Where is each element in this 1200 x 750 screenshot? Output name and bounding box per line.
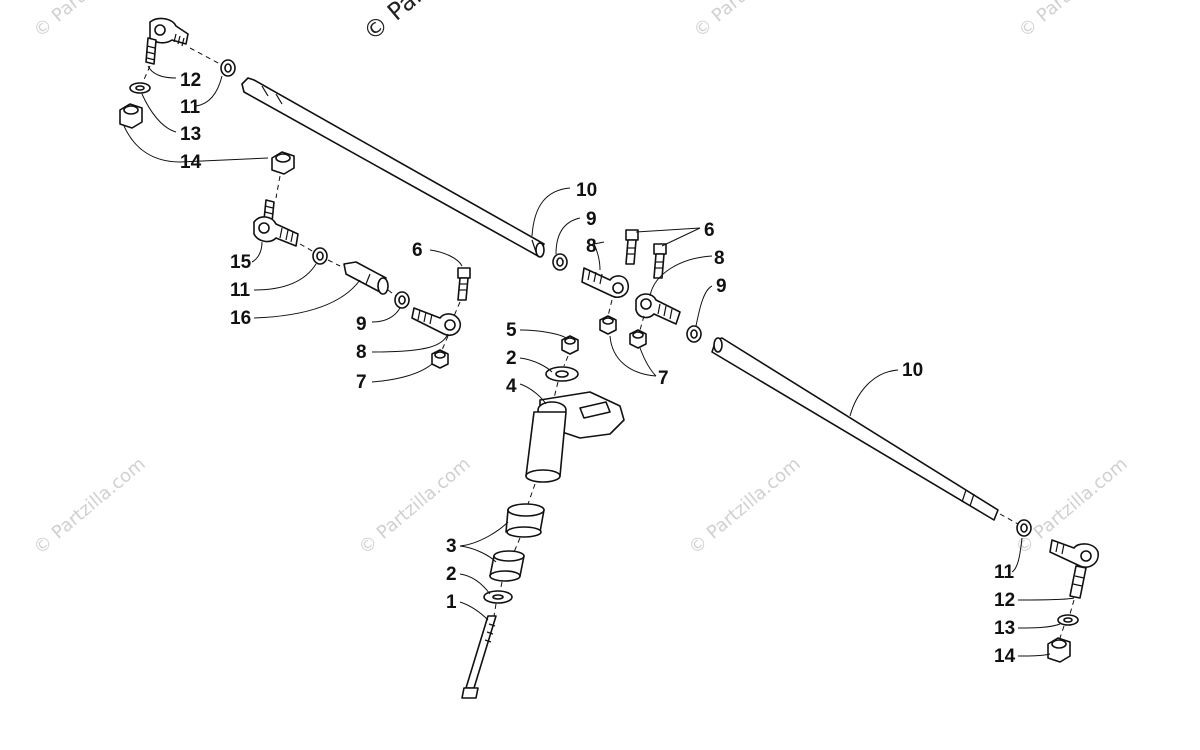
callout-16: 16 xyxy=(230,308,251,329)
center-washer-2-bottom xyxy=(483,590,513,604)
callout-9: 9 xyxy=(586,209,597,230)
center-nut-9-a xyxy=(552,253,568,271)
lower-right-locknut-14 xyxy=(1047,637,1071,663)
tie-rod-upper xyxy=(241,77,545,258)
callout-5: 5 xyxy=(506,320,517,341)
callout-11: 11 xyxy=(230,280,251,301)
center-nut-9-b xyxy=(686,325,702,343)
callout-9: 9 xyxy=(356,314,367,335)
callout-8: 8 xyxy=(586,236,597,257)
callout-7: 7 xyxy=(658,368,669,389)
center-nut-7-b xyxy=(629,329,647,349)
callout-13: 13 xyxy=(994,618,1015,639)
lower-right-tie-rod-end xyxy=(1049,539,1099,599)
callout-11: 11 xyxy=(180,97,201,118)
callout-12: 12 xyxy=(994,590,1015,611)
callout-8: 8 xyxy=(714,248,725,269)
center-washer-2-top xyxy=(545,366,579,382)
upper-left-tie-rod-end xyxy=(145,17,189,65)
callout-6: 6 xyxy=(704,220,715,241)
callout-12: 12 xyxy=(180,70,201,91)
callout-2: 2 xyxy=(506,348,517,369)
callout-8: 8 xyxy=(356,342,367,363)
lower-right-washer-13 xyxy=(1057,614,1079,626)
mid-left-tie-rod-end-15 xyxy=(253,199,299,247)
callout-9: 9 xyxy=(716,276,727,297)
watermark-tile: © Partzilla.com xyxy=(30,453,150,558)
lower-right-nut-11 xyxy=(1016,519,1032,537)
callout-3: 3 xyxy=(446,536,457,557)
center-bolt-6-a xyxy=(625,229,639,265)
center-bolt-6-b xyxy=(653,243,667,279)
center-nut-5 xyxy=(561,335,579,355)
watermark-tile: © Partzilla.com xyxy=(1012,453,1132,558)
callout-14: 14 xyxy=(994,646,1016,667)
tie-rod-lower xyxy=(711,337,999,521)
center-tie-rod-end-8-b xyxy=(635,293,681,325)
center-bolt-1 xyxy=(461,615,497,699)
callout-10: 10 xyxy=(576,180,597,201)
watermark-tile: © Partzilla.com xyxy=(355,453,475,558)
mid-left-nut-11 xyxy=(312,247,328,265)
mid-left-locknut-14 xyxy=(271,151,295,175)
mid-left-nut-9 xyxy=(394,291,410,309)
center-nut-7-a xyxy=(599,315,617,335)
watermark-top: © Partzilla.com xyxy=(358,0,518,47)
leader-lines xyxy=(123,65,1075,657)
upper-left-locknut-14 xyxy=(119,103,143,129)
callout-6: 6 xyxy=(412,240,423,261)
watermark-tile: © Partzilla.com xyxy=(30,0,150,42)
adjuster-sleeve-16 xyxy=(343,261,389,295)
callout-13: 13 xyxy=(180,124,201,145)
mid-left-bolt-6 xyxy=(457,267,471,301)
callout-7: 7 xyxy=(356,372,367,393)
upper-left-washer-13 xyxy=(129,82,151,94)
callout-11: 11 xyxy=(994,562,1015,583)
upper-left-nut-11 xyxy=(220,59,236,77)
callout-4: 4 xyxy=(506,376,517,397)
callout-10: 10 xyxy=(902,360,923,381)
watermark-tile: © Partzilla.com xyxy=(1015,0,1135,42)
callout-2: 2 xyxy=(446,564,457,585)
bushing-3-top xyxy=(505,503,545,538)
watermark-tile: © Partzilla.com xyxy=(690,0,810,42)
callout-15: 15 xyxy=(230,252,252,273)
callout-14: 14 xyxy=(180,152,202,173)
pitman-arm-bracket-4 xyxy=(525,391,625,483)
mid-left-tie-rod-end-8 xyxy=(411,307,462,337)
bushing-3-bottom xyxy=(489,550,525,582)
center-tie-rod-end-8-a xyxy=(581,267,630,299)
callout-labels: 12 11 13 14 10 9 8 6 8 9 7 10 6 15 11 16… xyxy=(180,70,1016,667)
watermark-tile: © Partzilla.com xyxy=(685,453,805,558)
callout-1: 1 xyxy=(446,592,457,613)
mid-left-nut-7 xyxy=(431,349,449,369)
